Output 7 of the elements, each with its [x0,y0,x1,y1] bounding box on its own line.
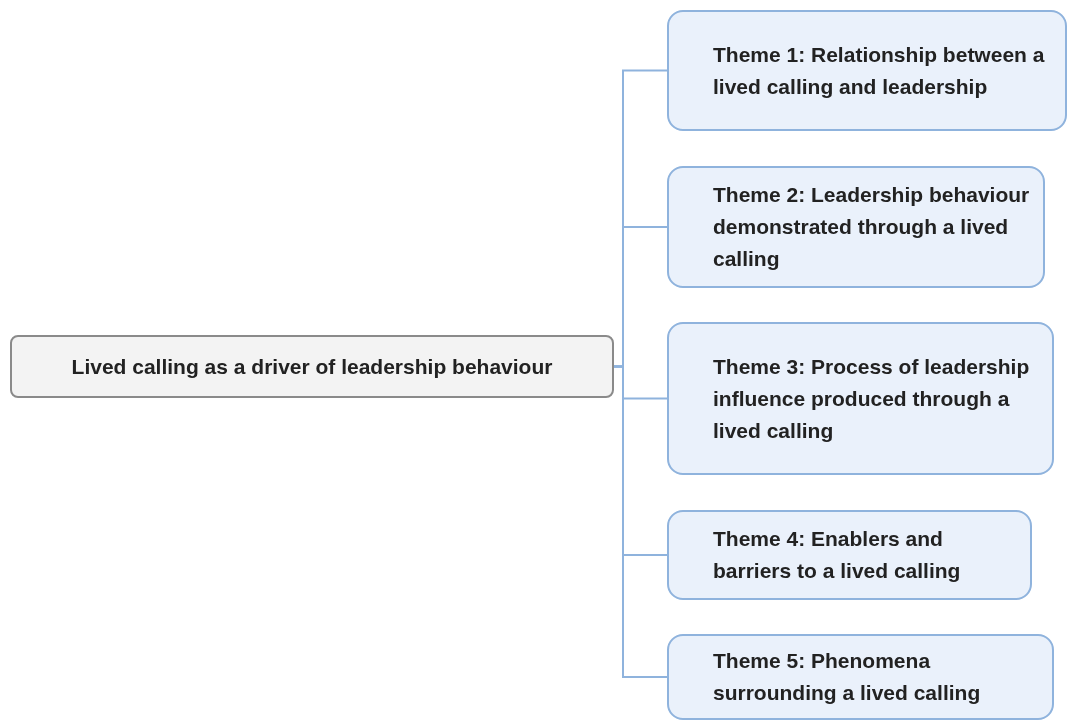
theme-box: Theme 4: Enablers and barriers to a lived calling [667,510,1032,600]
theme-box: Theme 1: Relationship between a lived calling and leadership [667,10,1067,131]
theme-box: Theme 5: Phenomena surrounding a lived calling [667,634,1054,720]
theme-box: Theme 3: Process of leadership influence produced through a lived calling [667,322,1054,475]
topic-box: Lived calling as a driver of leadership behaviour [10,335,614,398]
connector-line [613,365,668,678]
theme-box: Theme 2: Leadership behaviour demonstrated through a lived calling [667,166,1045,288]
